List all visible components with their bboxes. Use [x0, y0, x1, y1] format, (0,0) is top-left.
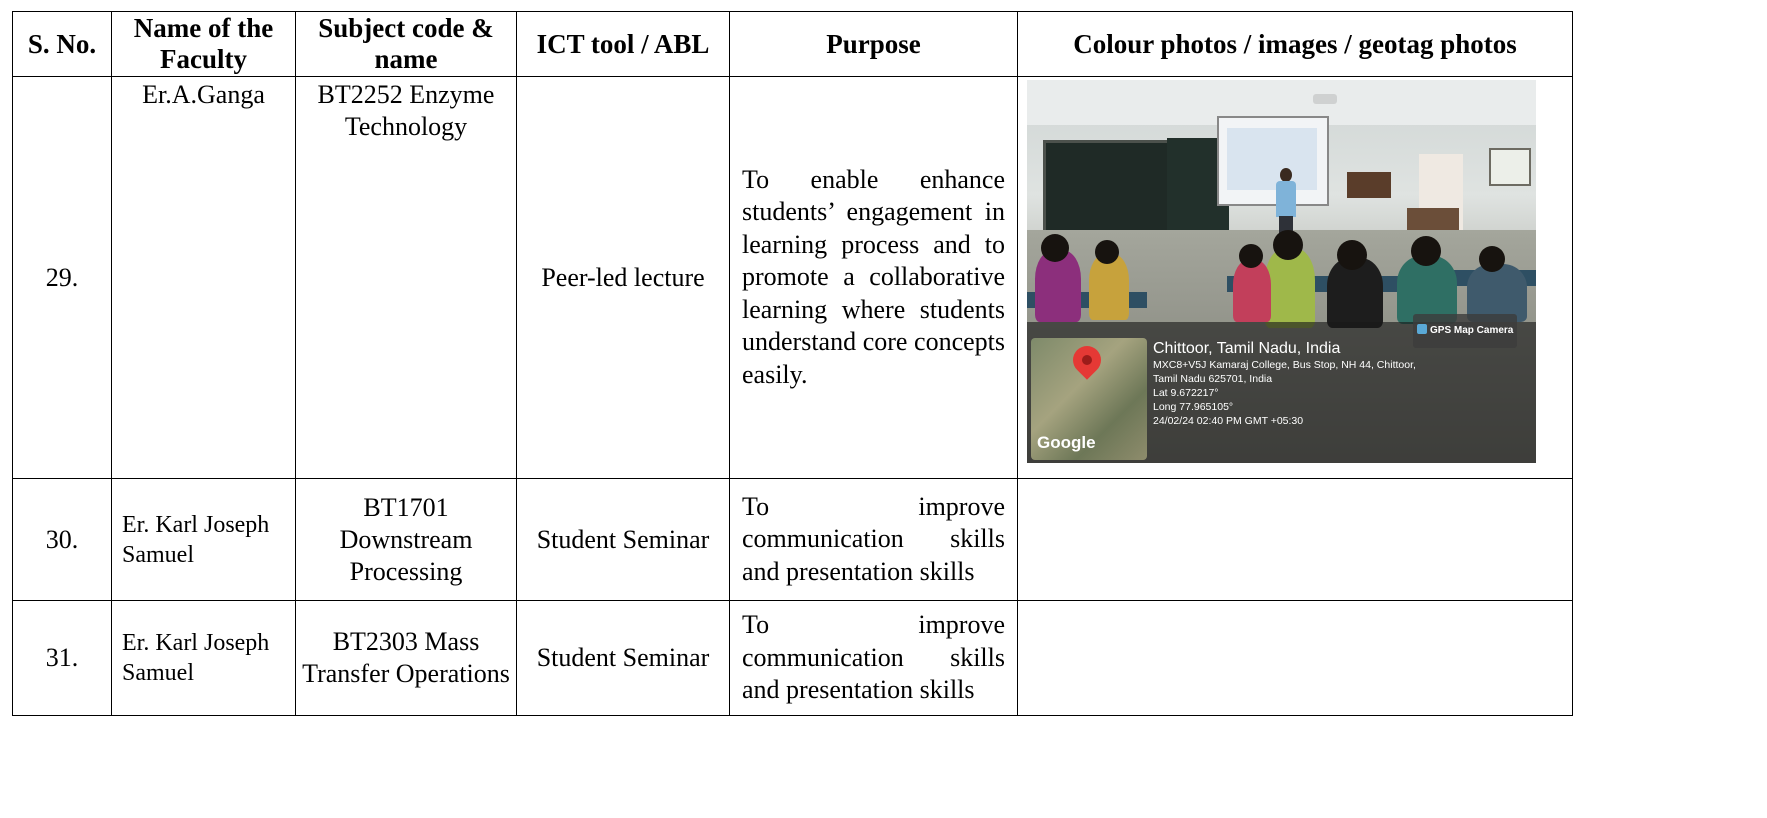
- row-photo-cell: GPS Map Camera Google Chittoor, Tamil Na…: [1017, 76, 1573, 479]
- gps-map-camera-badge: GPS Map Camera: [1413, 314, 1518, 348]
- row-ict-tool: Student Seminar: [516, 478, 730, 601]
- google-logo: Google: [1037, 433, 1096, 452]
- camera-icon: [1417, 324, 1427, 334]
- row-faculty: Er. Karl Joseph Samuel: [111, 600, 296, 716]
- row-photo-cell: [1017, 600, 1573, 716]
- row-subject: BT1701 Downstream Processing: [295, 478, 517, 601]
- geotag-location-title: Chittoor, Tamil Nadu, India: [1153, 340, 1341, 357]
- row-ict-tool: Peer-led lecture: [516, 76, 730, 479]
- header-subject: Subject code & name: [295, 11, 517, 77]
- row-purpose: To improve communication skills and pres…: [729, 600, 1018, 716]
- geotag-address-1: MXC8+V5J Kamaraj College, Bus Stop, NH 4…: [1153, 359, 1416, 371]
- geotag-timestamp: 24/02/24 02:40 PM GMT +05:30: [1153, 415, 1304, 427]
- faculty-ict-table: S. No. Name of the Faculty Subject code …: [12, 11, 1573, 716]
- header-purpose: Purpose: [729, 11, 1018, 77]
- header-sno: S. No.: [12, 11, 112, 77]
- geotag-info: Chittoor, Tamil Nadu, India MXC8+V5J Kam…: [1153, 340, 1416, 428]
- row-sno: 31.: [12, 600, 112, 716]
- table-row: 31. Er. Karl Joseph Samuel BT2303 Mass T…: [12, 600, 1573, 716]
- row-photo-cell: [1017, 478, 1573, 601]
- table-row: 29. Er.A.Ganga BT2252 Enzyme Technology …: [12, 76, 1573, 479]
- header-faculty: Name of the Faculty: [111, 11, 296, 77]
- row-subject: BT2252 Enzyme Technology: [295, 76, 517, 479]
- row-faculty: Er.A.Ganga: [111, 76, 296, 479]
- geotag-address-2: Tamil Nadu 625701, India: [1153, 373, 1273, 385]
- row-faculty: Er. Karl Joseph Samuel: [111, 478, 296, 601]
- geotag-long: Long 77.965105°: [1153, 401, 1234, 413]
- row-purpose: To improve communication skills and pres…: [729, 478, 1018, 601]
- geotag-photo: GPS Map Camera Google Chittoor, Tamil Na…: [1027, 80, 1536, 463]
- row-purpose: To enable enhance students’ engagement i…: [729, 76, 1018, 479]
- table-row: 30. Er. Karl Joseph Samuel BT1701 Downst…: [12, 478, 1573, 601]
- header-photos: Colour photos / images / geotag photos: [1017, 11, 1573, 77]
- header-row: S. No. Name of the Faculty Subject code …: [12, 11, 1573, 77]
- header-ict-tool: ICT tool / ABL: [516, 11, 730, 77]
- projector: [1313, 94, 1337, 104]
- geotag-lat: Lat 9.672217°: [1153, 387, 1219, 399]
- row-sno: 29.: [12, 76, 112, 479]
- row-sno: 30.: [12, 478, 112, 601]
- row-subject: BT2303 Mass Transfer Operations: [295, 600, 517, 716]
- projection-screen: [1217, 116, 1329, 206]
- row-ict-tool: Student Seminar: [516, 600, 730, 716]
